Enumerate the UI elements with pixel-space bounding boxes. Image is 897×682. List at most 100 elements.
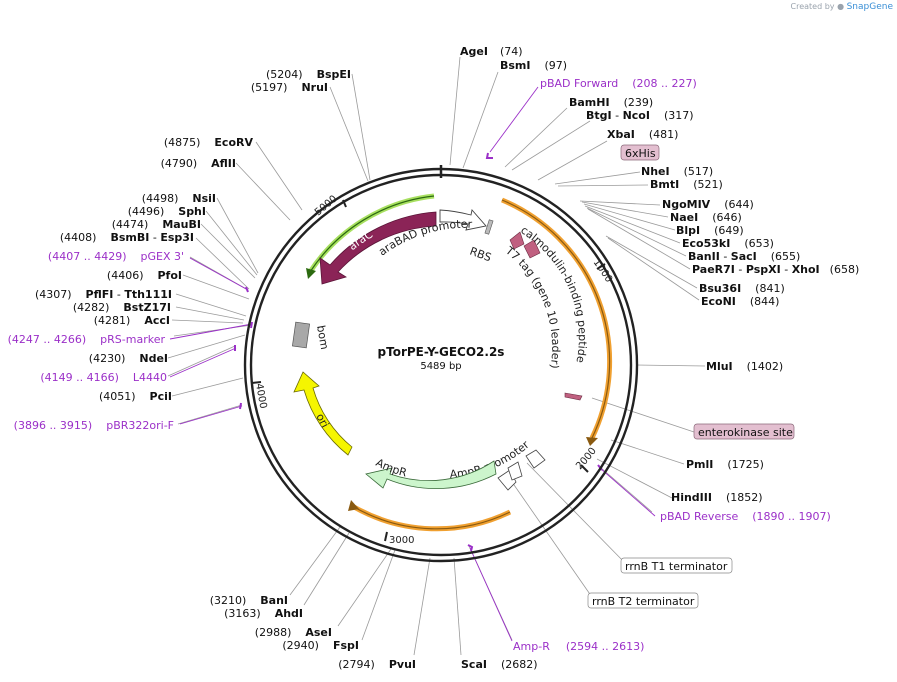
leader-line xyxy=(449,56,461,166)
leader-line xyxy=(235,162,291,221)
leader-line xyxy=(167,345,236,377)
leader-line xyxy=(511,120,591,171)
site-label[interactable]: (5204)BspEI xyxy=(266,68,351,81)
site-label[interactable]: BtgI - NcoI(317) xyxy=(586,109,694,122)
site-label[interactable]: BanII - SacI(655) xyxy=(688,250,800,263)
leader-line xyxy=(599,466,653,513)
primer-leader xyxy=(179,405,243,425)
primer-mark xyxy=(239,402,242,410)
site-label[interactable]: MluI(1402) xyxy=(706,360,783,373)
primer-leader xyxy=(189,257,249,291)
leader-line xyxy=(303,532,350,606)
feature-bom[interactable] xyxy=(292,321,310,349)
site-label[interactable]: Eco53kI(653) xyxy=(682,237,774,250)
primer-label[interactable]: pBAD Forward(208 .. 227) xyxy=(540,77,697,90)
primer-label[interactable]: (4407 .. 4429)pGEX 3' xyxy=(48,250,184,263)
feature-box-enterokinase xyxy=(693,423,795,440)
site-label[interactable]: BamHI(239) xyxy=(569,96,653,109)
primer-mark xyxy=(250,321,253,329)
feature-araC[interactable] xyxy=(319,211,437,285)
site-label[interactable]: PaeR7I - PspXI - XhoI(658) xyxy=(692,263,859,276)
feature-rrnB-T1-terminator[interactable] xyxy=(525,449,546,469)
site-label[interactable]: HindIII(1852) xyxy=(671,491,763,504)
site-label[interactable]: (4474)MauBI xyxy=(112,218,201,231)
site-label[interactable]: (4498)NsiI xyxy=(142,192,216,205)
site-label[interactable]: (4051)PciI xyxy=(99,390,172,403)
primer-label[interactable]: (4247 .. 4266)pRS-marker xyxy=(8,333,166,346)
ruler-tick xyxy=(251,381,262,384)
site-label[interactable]: BlpI(649) xyxy=(676,224,744,237)
site-label[interactable]: (4230)NdeI xyxy=(89,352,168,365)
site-label[interactable]: (4281)AccI xyxy=(94,314,170,327)
leader-line xyxy=(554,171,641,185)
leader-line xyxy=(200,223,256,279)
leader-line xyxy=(581,201,669,218)
feature-label-rrnB-T2[interactable]: rrnB T2 terminator xyxy=(592,595,695,608)
site-label[interactable]: (3210)BanI xyxy=(210,594,288,607)
site-label[interactable]: EcoNI(844) xyxy=(701,295,779,308)
site-label[interactable]: (3163)AhdI xyxy=(224,607,303,620)
site-label[interactable]: ScaI(2682) xyxy=(461,658,538,671)
primer-mark xyxy=(485,152,493,159)
orf-arc-orange-core xyxy=(501,199,611,439)
primer-leader xyxy=(489,86,539,153)
primer-label[interactable]: pBAD Reverse(1890 .. 1907) xyxy=(660,510,831,523)
feature-AmpR[interactable] xyxy=(365,460,497,489)
primer-label[interactable]: (3896 .. 3915)pBR322ori-F xyxy=(14,419,174,432)
leader-line xyxy=(584,205,681,244)
leader-line xyxy=(591,397,695,433)
leader-line xyxy=(537,140,608,181)
site-label[interactable]: NheI(517) xyxy=(641,165,713,178)
site-label[interactable]: PmlI(1725) xyxy=(686,458,764,471)
feature-RBS[interactable] xyxy=(484,219,494,235)
leader-line xyxy=(605,235,698,289)
site-label[interactable]: (4790)AflII xyxy=(161,157,236,170)
ruler-label-2000: 2000 xyxy=(574,446,599,472)
ruler-tick xyxy=(384,531,388,542)
primer-label[interactable]: Amp-R(2594 .. 2613) xyxy=(513,640,644,653)
site-label[interactable]: (2794)PvuI xyxy=(338,658,416,671)
site-label[interactable]: (4282)BstZ17I xyxy=(73,301,171,314)
feature-enterokinase-site[interactable] xyxy=(564,392,583,401)
site-label[interactable]: (4875)EcoRV xyxy=(164,136,254,149)
orf-arrowhead xyxy=(306,268,316,279)
feature-T7-tag[interactable] xyxy=(509,231,525,250)
leader-line xyxy=(586,207,687,257)
leader-line xyxy=(579,200,661,206)
site-label[interactable]: (4307)PflFI - Tth111I xyxy=(35,288,172,301)
leader-line xyxy=(635,364,706,367)
site-label[interactable]: AgeI(74) xyxy=(460,45,523,58)
plasmid-name: pTorPE-Y-GECO2.2s xyxy=(378,345,505,359)
leader-line xyxy=(182,274,250,300)
site-label[interactable]: NaeI(646) xyxy=(670,211,742,224)
site-label[interactable]: (2988)AseI xyxy=(255,626,332,639)
ruler-label-1000: 1000 xyxy=(591,257,614,285)
credit-prefix: Created by xyxy=(790,2,835,11)
site-label[interactable]: (4496)SphI xyxy=(128,205,206,218)
feature-araBAD-promoter[interactable] xyxy=(439,209,487,231)
site-label[interactable]: BmtI(521) xyxy=(650,178,723,191)
feature-calmodulin-binding-peptide[interactable] xyxy=(523,239,541,259)
feature-label-enterokinase[interactable]: enterokinase site xyxy=(698,426,793,439)
leader-line xyxy=(216,197,259,274)
site-label[interactable]: (5197)NruI xyxy=(251,81,328,94)
feature-label-6xHis[interactable]: 6xHis xyxy=(625,147,656,160)
feature-rrnB-T2-terminator[interactable] xyxy=(507,461,523,481)
primer-label[interactable]: (4149 .. 4166)L4440 xyxy=(40,371,167,384)
site-label[interactable]: XbaI(481) xyxy=(607,128,678,141)
leader-line xyxy=(171,377,244,397)
leader-line xyxy=(557,184,649,187)
leader-line xyxy=(329,86,369,182)
site-label[interactable]: BsmI(97) xyxy=(500,59,567,72)
feature-label-RBS: RBS xyxy=(468,245,493,265)
feature-label-rrnB-T1[interactable]: rrnB T1 terminator xyxy=(625,560,728,573)
site-label[interactable]: NgoMIV(644) xyxy=(662,198,754,211)
site-label[interactable]: (4406)PfoI xyxy=(107,269,182,282)
site-label[interactable]: (4408)BsmBI - Esp3I xyxy=(60,231,194,244)
orf-arrowhead xyxy=(586,437,598,446)
primer-leader xyxy=(169,323,253,340)
leader-line xyxy=(361,549,396,641)
feature-ori[interactable] xyxy=(293,371,353,456)
site-label[interactable]: (2940)FspI xyxy=(282,639,359,652)
site-label[interactable]: Bsu36I(841) xyxy=(699,282,785,295)
